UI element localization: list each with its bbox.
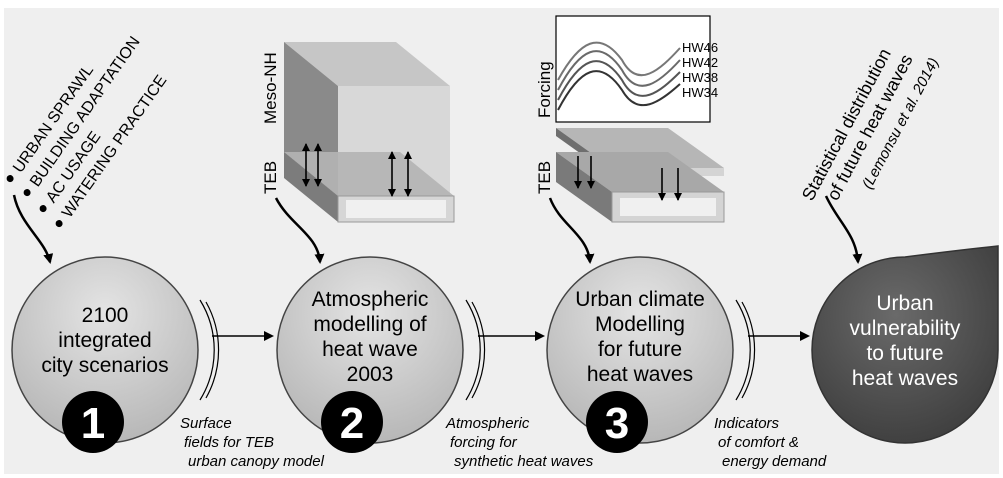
step-text: city scenarios xyxy=(41,354,168,377)
output-text: Surface xyxy=(180,415,232,432)
step-number: 1 xyxy=(81,399,105,448)
heatwave-curve xyxy=(557,60,681,101)
teb-label: TEB xyxy=(261,161,280,194)
outcome-shape xyxy=(811,245,999,444)
step-text: modelling of xyxy=(313,313,426,336)
step-text: integrated xyxy=(58,329,151,352)
step-text: Urban climate xyxy=(575,288,705,311)
output-text: energy demand xyxy=(722,453,827,470)
curve-label: HW46 xyxy=(682,40,718,55)
teb-label: TEB xyxy=(535,161,554,194)
outcome-text: Urban xyxy=(876,292,933,315)
output-text: Atmospheric xyxy=(445,415,530,432)
output-2: Atmospheric forcing for synthetic heat w… xyxy=(445,415,594,470)
step-text: Modelling xyxy=(595,313,685,336)
outcome-text: vulnerability xyxy=(850,317,961,340)
heatwave-curve xyxy=(557,70,681,111)
step-text: 2100 xyxy=(82,304,129,327)
outcome-vulnerability: Urban vulnerability to future heat waves xyxy=(811,245,999,444)
output-text: of comfort & xyxy=(718,434,799,451)
heatwave-curve xyxy=(557,41,681,81)
model-arrow xyxy=(548,197,595,264)
output-text: Indicators xyxy=(714,415,780,432)
step-text: heat waves xyxy=(587,363,693,386)
forcing-label: Forcing xyxy=(535,61,554,118)
step-text: heat wave xyxy=(322,338,418,361)
input-arrow xyxy=(12,194,54,264)
step-badge xyxy=(62,391,124,453)
heatwave-curve xyxy=(557,50,681,91)
step-1: 2100 integrated city scenarios 1 xyxy=(11,256,220,453)
curve-label: HW38 xyxy=(682,70,718,85)
mesonh-teb-model-block: Meso-NH TEB xyxy=(261,42,455,223)
output-text: synthetic heat waves xyxy=(454,453,594,470)
output-text: urban canopy model xyxy=(188,453,325,470)
forcing-teb-model-block: Forcing TEB xyxy=(535,61,725,223)
curve-label: HW42 xyxy=(682,55,718,70)
outcome-text: to future xyxy=(866,342,943,365)
step-text: for future xyxy=(598,338,682,361)
model-arrow xyxy=(274,197,325,264)
forcing-graph: HW46 HW42 HW38 HW34 xyxy=(555,15,718,123)
step-3: Urban climate Modelling for future heat … xyxy=(546,256,756,453)
outcome-text: heat waves xyxy=(852,367,958,390)
step-number: 3 xyxy=(605,399,629,448)
step-text: Atmospheric xyxy=(312,288,429,311)
step-badge xyxy=(586,391,648,453)
step-2: Atmospheric modelling of heat wave 2003 … xyxy=(276,256,486,453)
output-text: forcing for xyxy=(450,434,518,451)
step-text: 2003 xyxy=(347,363,394,386)
step-circle xyxy=(546,256,734,444)
step-badge xyxy=(321,391,383,453)
curve-label: HW34 xyxy=(682,85,718,100)
step-number: 2 xyxy=(340,399,364,448)
mesonh-label: Meso-NH xyxy=(261,52,280,124)
output-1: Surface fields for TEB urban canopy mode… xyxy=(180,415,325,470)
stat-arrow xyxy=(824,195,863,264)
output-3: Indicators of comfort & energy demand xyxy=(714,415,827,470)
output-text: fields for TEB xyxy=(184,434,274,451)
